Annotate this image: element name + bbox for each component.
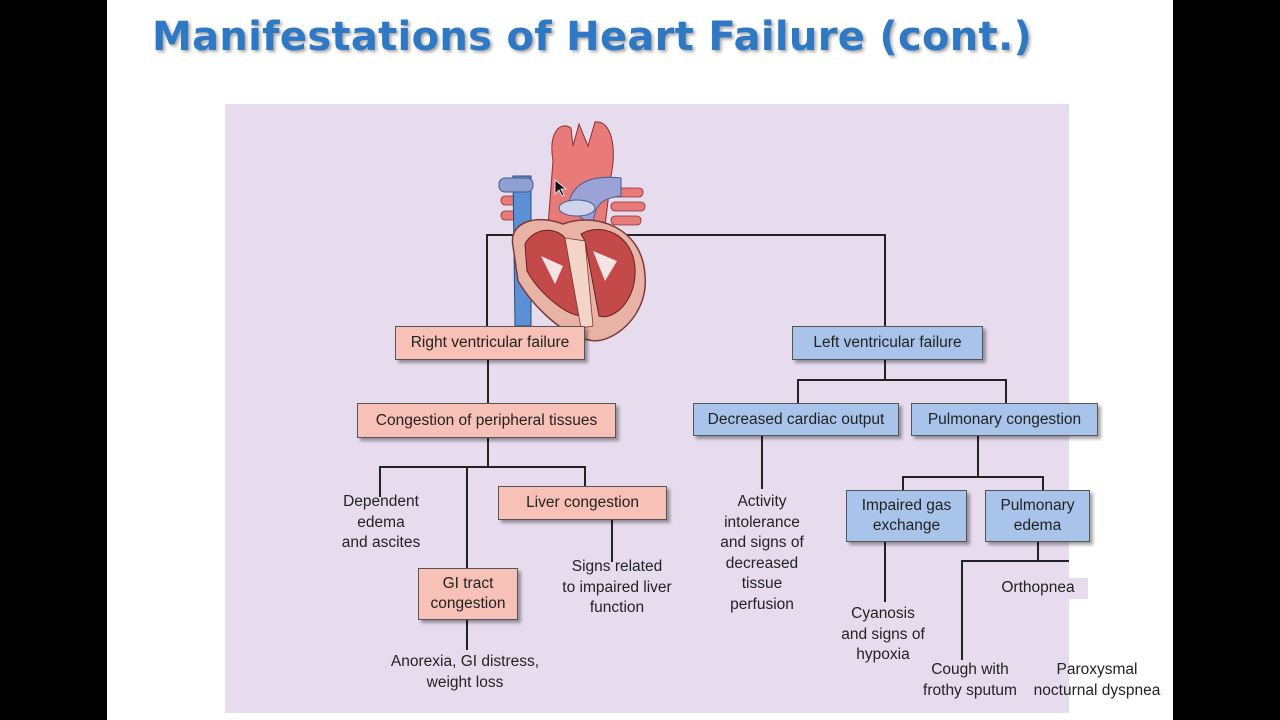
left-ventricular-failure-label: Left ventricular failure <box>813 334 962 351</box>
peripheral-congestion-box: Congestion of peripheral tissues <box>357 403 616 438</box>
activity-line-5: tissue <box>741 575 783 592</box>
impaired-gas-exchange-box: Impaired gas exchange <box>846 490 967 542</box>
dependent-edema-text: Dependent edema and ascites <box>329 492 433 554</box>
liver-signs-line-3: function <box>589 599 645 616</box>
cough-line-2: frothy sputum <box>923 681 1017 699</box>
gi-congestion-line-1: GI tract <box>442 575 494 592</box>
activity-intolerance-text: Activity intolerance and signs of decrea… <box>702 492 822 615</box>
right-ventricular-failure-label: Right ventricular failure <box>410 334 570 351</box>
cyanosis-text: Cyanosis and signs of hypoxia <box>823 604 943 666</box>
gi-signs-line-1: Anorexia, GI distress, <box>390 653 540 670</box>
pulmonary-congestion-box: Pulmonary congestion <box>911 403 1098 436</box>
heart-illustration-icon <box>498 121 646 342</box>
gi-congestion-box: GI tract congestion <box>418 568 518 620</box>
gas-exchange-line-1: Impaired gas <box>861 497 952 514</box>
peripheral-congestion-label: Congestion of peripheral tissues <box>375 411 598 429</box>
connector-lines <box>379 234 1069 660</box>
dependent-edema-line-2: edema <box>357 513 405 531</box>
cough-text: Cough with frothy sputum <box>910 660 1030 701</box>
diagram-panel: Right ventricular failure Congestion of … <box>225 104 1160 713</box>
cough-line-1: Cough with <box>931 661 1009 678</box>
decreased-cardiac-output-box: Decreased cardiac output <box>693 403 899 436</box>
activity-line-2: intolerance <box>724 513 800 531</box>
liver-congestion-label: Liver congestion <box>526 494 639 511</box>
cyanosis-line-3: hypoxia <box>856 646 910 663</box>
slide-title: Manifestations of Heart Failure (cont.) <box>152 14 1033 60</box>
decreased-cardiac-output-label: Decreased cardiac output <box>707 410 885 428</box>
orthopnea-label: Orthopnea <box>1001 579 1075 596</box>
orthopnea-text: Orthopnea <box>988 578 1088 599</box>
pnd-text: Paroxysmal nocturnal dyspnea <box>1029 660 1165 701</box>
pulmonary-congestion-label: Pulmonary congestion <box>927 410 1082 428</box>
pulmonary-edema-line-2: edema <box>1013 517 1062 534</box>
left-ventricular-failure-box: Left ventricular failure <box>792 326 983 360</box>
gas-exchange-line-2: exchange <box>872 517 941 534</box>
gi-congestion-line-2: congestion <box>430 595 506 612</box>
cyanosis-line-1: Cyanosis <box>851 605 915 622</box>
liver-signs-line-1: Signs related <box>571 558 663 575</box>
activity-line-1: Activity <box>737 493 787 510</box>
dependent-edema-line-1: Dependent <box>343 493 419 510</box>
pnd-line-2: nocturnal dyspnea <box>1033 681 1161 699</box>
cyanosis-line-2: and signs of <box>841 625 925 643</box>
liver-signs-line-2: to impaired liver <box>562 578 672 596</box>
liver-signs-text: Signs related to impaired liver function <box>547 557 687 619</box>
activity-line-6: perfusion <box>730 595 794 613</box>
right-ventricular-failure-box: Right ventricular failure <box>395 326 585 360</box>
pulmonary-edema-line-1: Pulmonary <box>1000 497 1075 514</box>
liver-congestion-box: Liver congestion <box>498 486 667 520</box>
gi-signs-line-2: weight loss <box>426 673 504 691</box>
pnd-line-1: Paroxysmal <box>1056 661 1138 678</box>
activity-line-4: decreased <box>725 554 799 572</box>
activity-line-3: and signs of <box>720 534 804 551</box>
slide: Manifestations of Heart Failure (cont.) <box>107 0 1173 720</box>
pulmonary-edema-box: Pulmonary edema <box>985 490 1090 542</box>
gi-signs-text: Anorexia, GI distress, weight loss <box>375 652 555 693</box>
dependent-edema-line-3: and ascites <box>341 534 421 551</box>
